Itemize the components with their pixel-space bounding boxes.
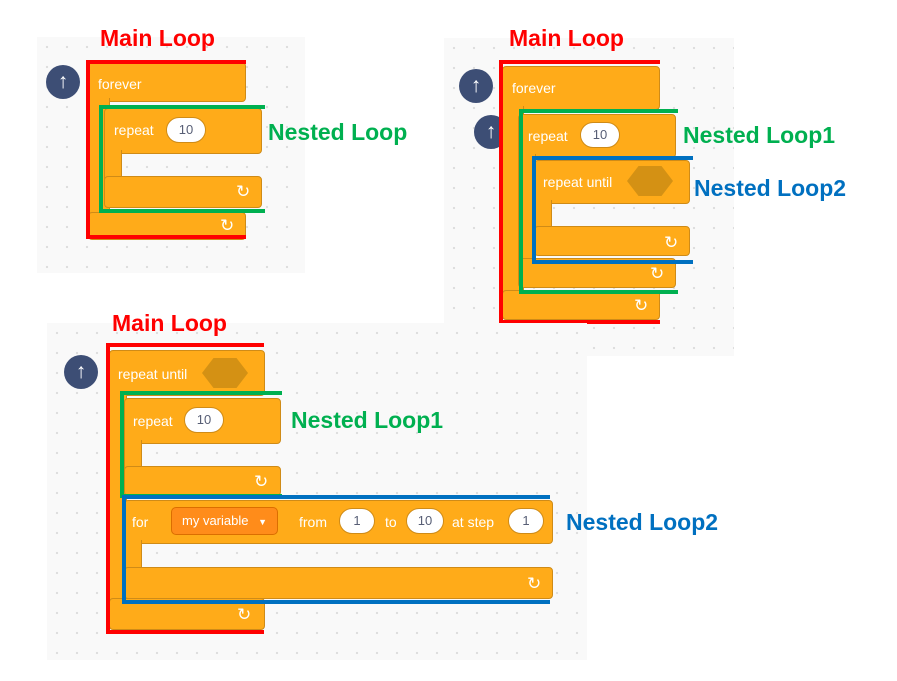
boolean-slot[interactable]: [202, 358, 248, 388]
nested-loop2-highlight: [122, 495, 550, 604]
to-value-input[interactable]: 10: [406, 508, 444, 534]
nested-loop-label: Nested Loop: [268, 119, 408, 145]
for-label: for: [132, 514, 149, 530]
main-loop-label: Main Loop: [112, 310, 227, 336]
variable-dropdown[interactable]: my variable ▼: [171, 507, 279, 535]
loop-arrow-icon: ↻: [634, 296, 649, 315]
forever-label: forever: [98, 76, 142, 92]
forever-block[interactable]: [502, 66, 660, 110]
repeat-count-input[interactable]: 10: [184, 407, 224, 433]
nested-loop1-label: Nested Loop1: [291, 407, 444, 433]
from-label: from: [299, 514, 327, 530]
up-arrow-icon[interactable]: ↑: [64, 355, 98, 389]
main-loop-label: Main Loop: [509, 25, 624, 51]
variable-name: my variable: [182, 513, 249, 528]
repeat-label: repeat: [528, 128, 568, 144]
loop-arrow-icon: ↻: [220, 216, 235, 235]
forever-block-foot: [502, 290, 660, 320]
repeat-count-input[interactable]: 10: [580, 122, 620, 148]
repeat-until-label: repeat until: [118, 366, 188, 382]
repeat-block-arm: [124, 440, 142, 470]
loop-arrow-icon: ↻: [527, 574, 542, 593]
repeat-until-label: repeat until: [543, 174, 613, 190]
nested-loop2-highlight: [532, 156, 693, 264]
loop-arrow-icon: ↻: [254, 472, 269, 491]
main-loop-label: Main Loop: [100, 25, 215, 51]
nested-loop-highlight: [99, 105, 265, 213]
loop-arrow-icon: ↻: [650, 264, 665, 283]
loop-arrow-icon: ↻: [236, 182, 251, 201]
repeat-label: repeat: [133, 413, 173, 429]
chevron-down-icon: ▼: [258, 517, 268, 527]
repeat-block-foot: [124, 466, 281, 496]
nested-loop1-label: Nested Loop1: [683, 122, 836, 148]
repeat-count-input[interactable]: 10: [166, 117, 206, 143]
to-label: to: [385, 514, 397, 530]
from-value-input[interactable]: 1: [339, 508, 375, 534]
repeat-label: repeat: [114, 122, 154, 138]
boolean-slot[interactable]: [627, 166, 673, 196]
for-loop-block-foot: [124, 567, 553, 599]
main-loop-highlight: [106, 343, 264, 634]
forever-label: forever: [512, 80, 556, 96]
repeat-block-arm: [104, 150, 122, 180]
loop-arrow-icon: ↻: [664, 233, 679, 252]
loop-arrow-icon: ↻: [237, 605, 252, 624]
up-arrow-icon[interactable]: ↑: [459, 69, 493, 103]
nested-loop1-highlight: [519, 109, 678, 294]
repeat-block-foot: [104, 176, 262, 208]
main-loop-highlight: [499, 60, 660, 324]
nested-loop2-label: Nested Loop2: [694, 175, 847, 201]
nested-loop2-label: Nested Loop2: [566, 509, 719, 535]
main-loop-highlight: [86, 60, 246, 239]
repeat-until-block-foot: [534, 226, 690, 256]
step-value-input[interactable]: 1: [508, 508, 544, 534]
at-step-label: at step: [452, 514, 495, 530]
up-arrow-icon[interactable]: ↑: [46, 65, 80, 99]
nested-loop1-highlight: [120, 391, 282, 498]
